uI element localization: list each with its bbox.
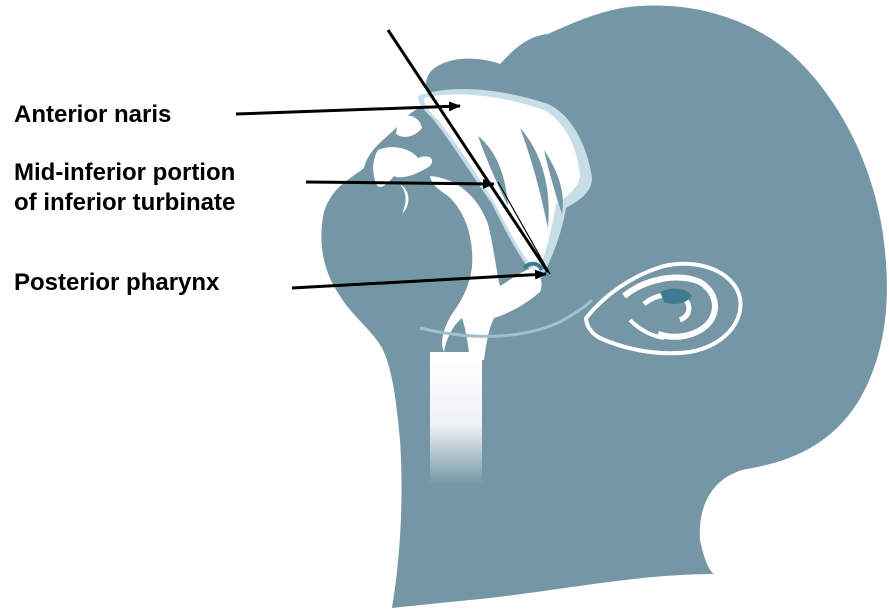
label-inferior-turbinate: Mid-inferior portion of inferior turbina…	[14, 158, 235, 218]
label-anterior-naris: Anterior naris	[14, 100, 171, 130]
trachea	[430, 352, 482, 484]
label-inferior-turbinate-line1: Mid-inferior portion	[14, 158, 235, 188]
label-anterior-naris-text: Anterior naris	[14, 101, 171, 128]
head-silhouette	[321, 5, 887, 608]
arrow-inferior-turbinate	[306, 182, 494, 184]
label-posterior-pharynx-text: Posterior pharynx	[14, 269, 219, 296]
label-inferior-turbinate-line2: of inferior turbinate	[14, 188, 235, 218]
label-posterior-pharynx: Posterior pharynx	[14, 268, 219, 298]
